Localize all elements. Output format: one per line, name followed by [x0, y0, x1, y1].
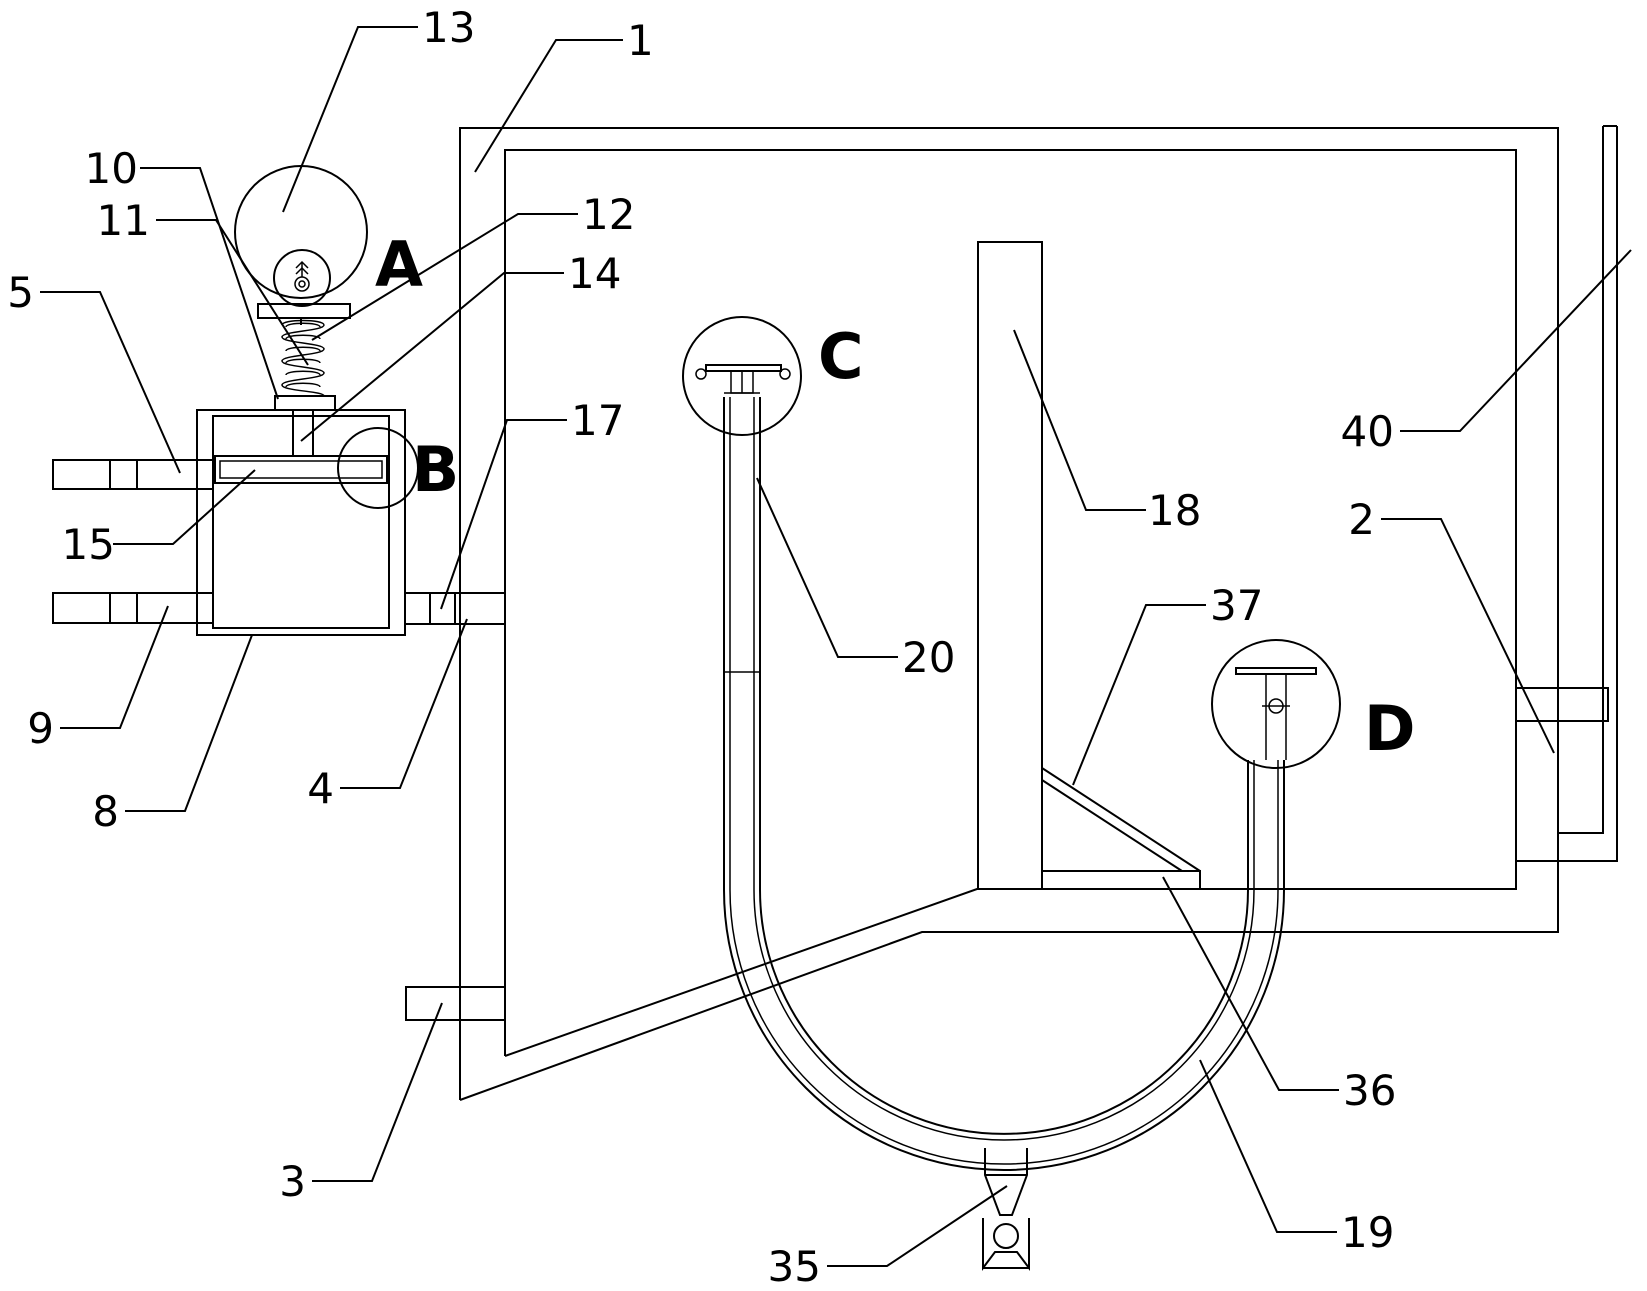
detail-circle-b — [337, 427, 419, 509]
pipe-9 — [52, 592, 214, 624]
plate-10 — [274, 395, 336, 411]
support-36 — [1041, 870, 1201, 890]
label-10: 10 — [85, 144, 138, 193]
label-36: 36 — [1343, 1066, 1396, 1115]
label-18: 18 — [1148, 486, 1201, 535]
label-37: 37 — [1210, 581, 1263, 630]
valve-ball — [273, 249, 331, 307]
connector-4-17 — [404, 592, 506, 625]
label-2: 2 — [1348, 495, 1375, 544]
label-20: 20 — [902, 633, 955, 682]
label-14: 14 — [568, 249, 621, 298]
detail-label-c: C — [818, 320, 864, 393]
label-9: 9 — [27, 704, 54, 753]
label-5: 5 — [7, 268, 34, 317]
label-40: 40 — [1341, 407, 1394, 456]
detail-label-a: A — [375, 228, 423, 301]
vertical-pipe-40 — [1516, 125, 1618, 862]
label-15: 15 — [62, 520, 115, 569]
pipe-5 — [52, 459, 214, 490]
filter-box-8 — [196, 409, 406, 636]
label-13: 13 — [422, 3, 475, 52]
detail-d-valve — [1211, 639, 1341, 769]
label-19: 19 — [1341, 1208, 1394, 1257]
label-11: 11 — [97, 196, 150, 245]
brace-37 — [1041, 767, 1201, 872]
leader-lines — [40, 26, 1632, 1267]
plate-11 — [257, 303, 351, 325]
label-3: 3 — [279, 1157, 306, 1206]
label-8: 8 — [92, 787, 119, 836]
outlet-2 — [1515, 687, 1609, 722]
tank-outer-wall — [459, 127, 1559, 1101]
label-17: 17 — [571, 396, 624, 445]
detail-circle-a — [234, 165, 368, 299]
piston-15 — [214, 455, 388, 484]
partition-18 — [977, 241, 1043, 890]
label-12: 12 — [582, 190, 635, 239]
label-4: 4 — [307, 764, 334, 813]
label-35: 35 — [768, 1242, 821, 1291]
spring-12 — [281, 319, 325, 397]
detail-label-d: D — [1364, 692, 1415, 765]
label-1: 1 — [627, 16, 654, 65]
drain-valve-35 — [982, 1148, 1030, 1271]
tank-inner-wall — [504, 149, 1517, 1057]
drain-3 — [405, 986, 506, 1021]
detail-label-b: B — [412, 433, 459, 506]
detail-c-valve — [682, 316, 802, 436]
